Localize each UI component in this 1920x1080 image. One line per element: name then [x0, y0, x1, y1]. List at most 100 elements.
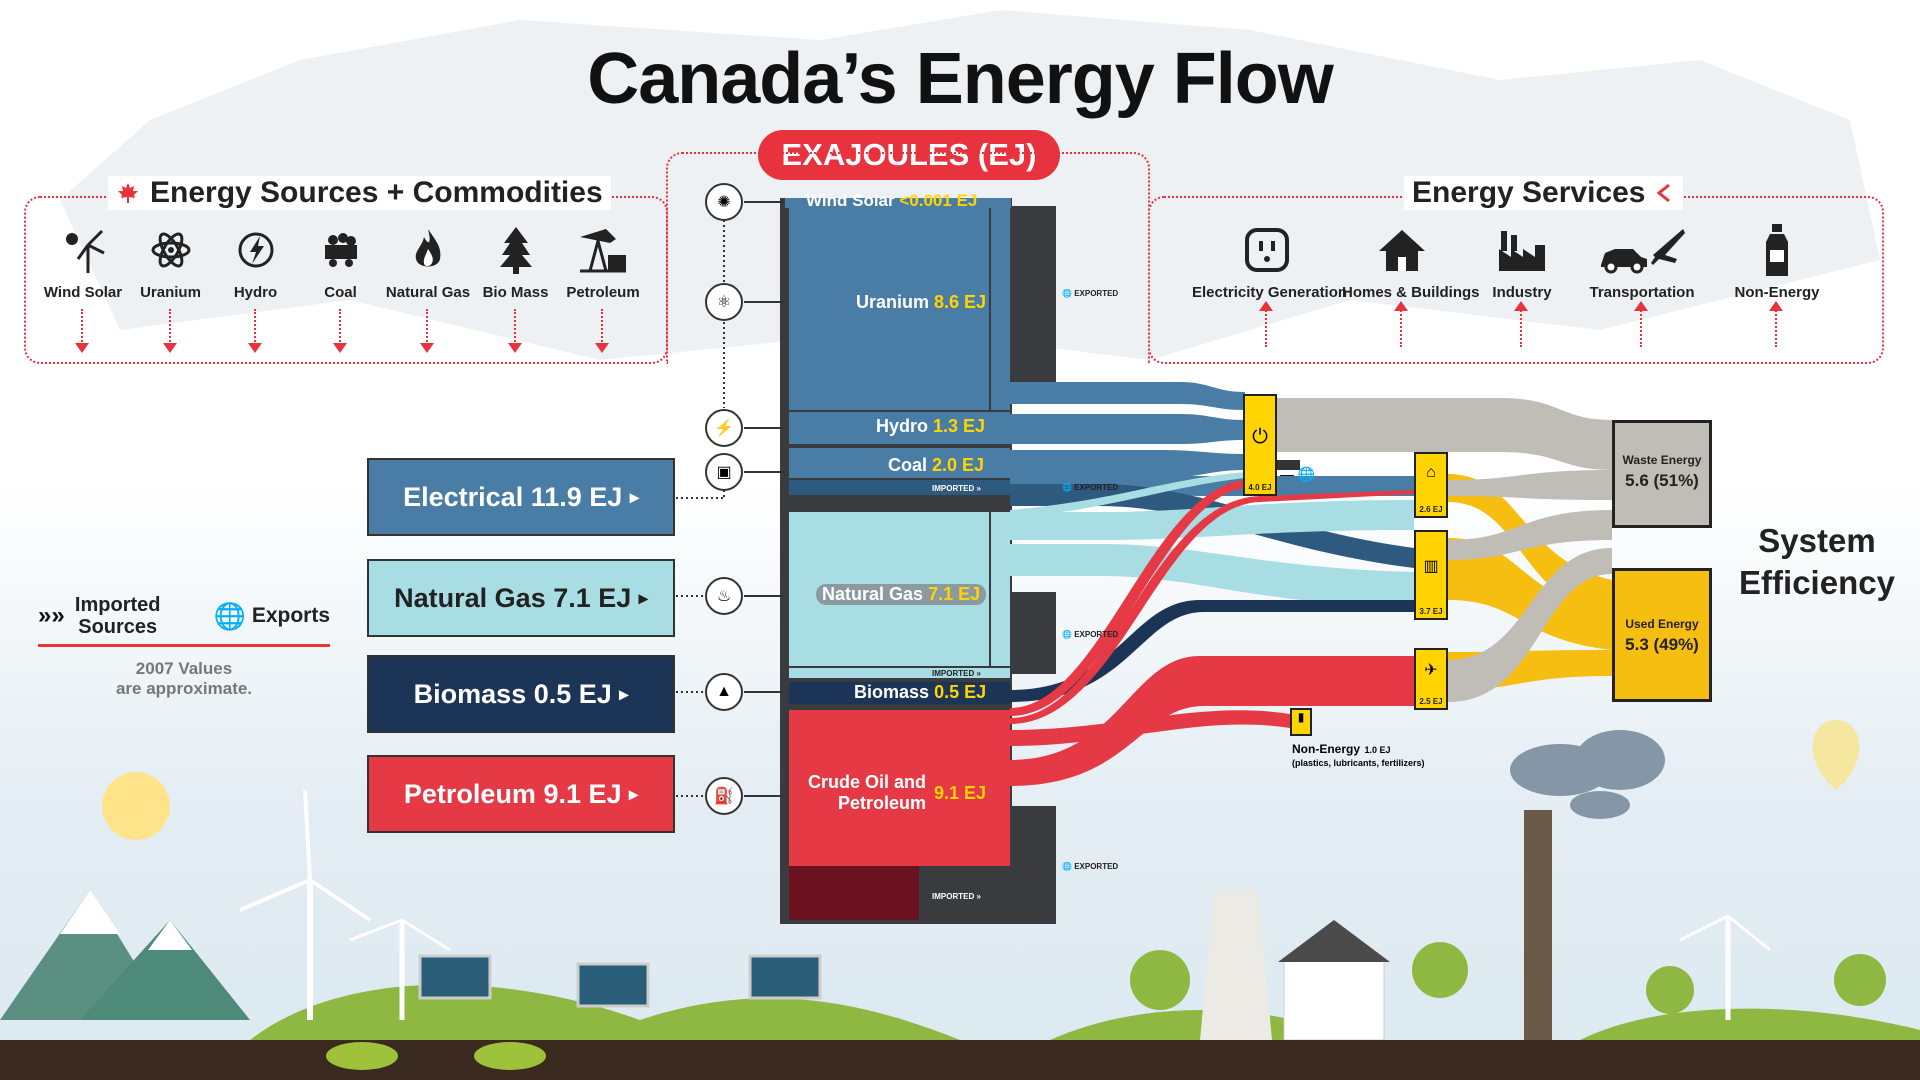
segment-hydro [789, 412, 1010, 444]
services-title-row: Energy Services [1404, 176, 1684, 210]
tag-imported-gas: IMPORTED » [932, 669, 981, 678]
oil-pump-icon: ⛽ [705, 777, 743, 815]
homes-box: ⌂ 2.6 EJ [1414, 452, 1448, 518]
non-energy-label: Non-Energy 1.0 EJ (plastics, lubricants,… [1292, 742, 1425, 768]
label-uranium: Uranium 8.6 EJ [856, 292, 987, 312]
service-non-energy: Non-Energy [1702, 222, 1852, 347]
house-icon [1379, 230, 1425, 271]
wind-turbine-icon [66, 229, 105, 273]
label-natural-gas: Natural Gas 7.1 EJ [816, 584, 987, 605]
segment-petroleum-import [789, 866, 919, 920]
commodity-electrical[interactable]: Electrical 11.9 EJ ▸ [367, 458, 675, 536]
industry-box: ▥ 3.7 EJ [1414, 530, 1448, 620]
export-bar-uranium [1010, 206, 1056, 382]
flow-uranium-electricity [1010, 382, 1245, 410]
wind-turbine-icon: ✺ [705, 183, 743, 221]
atom-icon [151, 232, 190, 268]
flow-homes-waste [1448, 470, 1612, 500]
service-transportation: Transportation [1582, 222, 1702, 347]
chevron-right-icon: ▸ [629, 486, 639, 507]
flow-electric-industry [1010, 484, 1414, 568]
page-title: Canada’s Energy Flow [587, 39, 1334, 119]
tag-imported-petroleum: IMPORTED » [932, 892, 981, 901]
chevron-right-icon: ▸ [638, 587, 648, 608]
flow-petroleum-nonenergy [1010, 710, 1290, 746]
factory-icon [1499, 231, 1545, 271]
source-label: Wind Solar [43, 284, 123, 301]
imported-arrows-icon: »» [38, 602, 65, 629]
source-biomass: Bio Mass [473, 222, 558, 353]
unit-pill: EXAJOULES (EJ) [758, 130, 1060, 180]
coal-cart-icon: ▣ [705, 453, 743, 491]
sources-list: Wind Solar Uranium Hydro Coal Natural Ga… [38, 222, 648, 353]
label-coal: Coal 2.0 EJ [888, 455, 985, 475]
used-energy-box: Used Energy 5.3 (49%) [1612, 568, 1712, 702]
source-petroleum: Petroleum [558, 222, 648, 353]
label-biomass: Biomass 0.5 EJ [854, 682, 987, 702]
flow-electric-to-services [1277, 460, 1300, 470]
source-label: Hydro [233, 284, 278, 301]
flow-transport-waste [1448, 548, 1612, 702]
source-natural-gas: Natural Gas [383, 222, 473, 353]
flow-petroleum-electricity [1010, 480, 1245, 716]
commodity-natural-gas[interactable]: Natural Gas 7.1 EJ ▸ [367, 559, 675, 637]
service-label: Transportation [1589, 284, 1695, 301]
flame-icon: ♨ [705, 577, 743, 615]
system-efficiency: System Efficiency [1739, 522, 1895, 601]
arrow-left-icon [1657, 183, 1671, 203]
sun-icon [102, 772, 170, 840]
waste-energy-box: Waste Energy 5.6 (51%) [1612, 420, 1712, 528]
tag-exported-coal: 🌐 EXPORTED [1062, 483, 1119, 492]
oil-pump-icon [580, 229, 626, 273]
flow-industry-waste [1448, 510, 1612, 560]
flow-gas-electricity [1010, 472, 1245, 518]
source-label: Natural Gas [385, 284, 471, 301]
note-line2: are approximate. [115, 679, 253, 698]
hydro-icon [238, 232, 273, 268]
segment-biomass [789, 682, 1010, 704]
service-label: Non-Energy [1734, 284, 1820, 301]
coal-cart-icon [324, 233, 357, 267]
service-label: Homes & Buildings [1342, 284, 1480, 301]
segment-uranium-strip [991, 206, 1010, 410]
commodity-biomass[interactable]: Biomass 0.5 EJ ▸ [367, 655, 675, 733]
source-hydro: Hydro [213, 222, 298, 353]
source-label: Bio Mass [482, 284, 549, 301]
service-label: Industry [1492, 284, 1552, 301]
globe-icon: 🌐 [213, 600, 246, 631]
car-plane-icon [1601, 229, 1685, 274]
tree-icon: ▲ [705, 673, 743, 711]
commodity-petroleum[interactable]: Petroleum 9.1 EJ ▸ [367, 755, 675, 833]
flow-hydro-electricity [1010, 414, 1245, 444]
maple-leaf-icon [118, 183, 138, 203]
flow-electricity-waste [1277, 398, 1612, 470]
label-wind-solar: Wind Solar <0.001 EJ [806, 191, 978, 210]
service-homes: Homes & Buildings [1342, 222, 1480, 347]
flame-icon [415, 229, 441, 267]
landscape-illustration [0, 720, 1920, 1080]
segment-uranium [789, 206, 989, 410]
atom-icon: ⚛ [705, 283, 743, 321]
tag-exported-gas: 🌐 EXPORTED [1062, 630, 1119, 639]
source-label: Uranium [140, 284, 201, 301]
tag-imported-coal: IMPORTED » [932, 484, 981, 493]
service-label: Electricity Generation [1192, 284, 1348, 301]
transport-box: ✈ 2.5 EJ [1414, 648, 1448, 710]
segment-natural-gas-strip [991, 512, 1010, 666]
label-hydro: Hydro 1.3 EJ [876, 416, 986, 436]
legend-exports: Exports [251, 604, 330, 627]
export-bar-gas [1010, 592, 1056, 674]
export-bar-petroleum [1010, 806, 1056, 924]
source-label: Coal [324, 284, 357, 301]
source-coal: Coal [298, 222, 383, 353]
services-list: Electricity Generation Homes & Buildings… [1192, 222, 1852, 347]
segment-wind-solar [785, 198, 1011, 208]
note-line1: 2007 Values [135, 659, 233, 678]
outlet-icon [1245, 228, 1289, 272]
chevron-right-icon: ▸ [629, 783, 639, 804]
flow-gas-industry [1010, 544, 1414, 606]
chevron-right-icon: ▸ [619, 683, 629, 704]
services-title: Energy Services [1412, 176, 1646, 209]
sources-title-row: Energy Sources + Commodities [108, 176, 611, 210]
